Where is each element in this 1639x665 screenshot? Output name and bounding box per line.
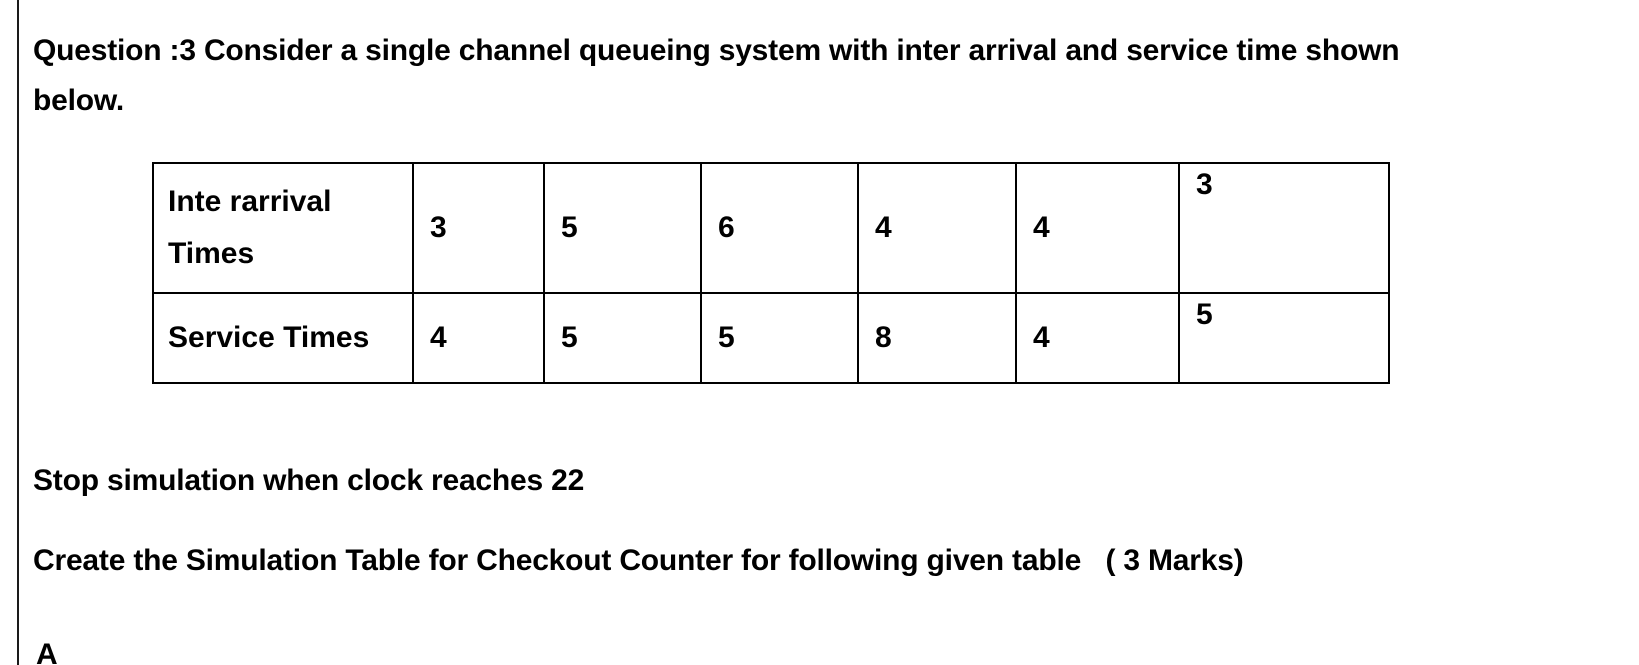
cell-service-6: 5: [1178, 292, 1390, 384]
clipped-bottom-text: A: [36, 638, 58, 665]
row-header-service-times: Service Times: [152, 292, 414, 384]
row-header-line-1: Inte rarrival: [168, 185, 332, 218]
cell-inter-arrival-6: 3: [1178, 162, 1390, 294]
table-row: Service Times 4 5 5 8 4 5: [152, 292, 1390, 384]
row-header-line-1: Service Times: [168, 321, 370, 354]
cell-service-5: 4: [1015, 292, 1180, 384]
question-text-line-2: below.: [33, 84, 125, 117]
row-header-inter-arrival-times: Inte rarrival Times: [152, 162, 414, 294]
cell-inter-arrival-2: 5: [543, 162, 702, 294]
table-row: Inte rarrival Times 3 5 6 4 4 3: [152, 162, 1390, 294]
instruction-text: Create the Simulation Table for Checkout…: [33, 544, 1244, 577]
cell-inter-arrival-3: 6: [700, 162, 859, 294]
cell-inter-arrival-5: 4: [1015, 162, 1180, 294]
stop-condition-text: Stop simulation when clock reaches 22: [33, 464, 585, 497]
cell-service-4: 8: [857, 292, 1017, 384]
question-text-line-1: Question :3 Consider a single channel qu…: [33, 34, 1400, 67]
cell-inter-arrival-4: 4: [857, 162, 1017, 294]
cell-service-2: 5: [543, 292, 702, 384]
cell-service-1: 4: [412, 292, 545, 384]
cell-inter-arrival-1: 3: [412, 162, 545, 294]
inter-arrival-service-time-table: Inte rarrival Times 3 5 6 4 4 3 Service …: [152, 162, 1390, 384]
row-header-line-2: Times: [168, 237, 255, 270]
left-margin-rule: [17, 0, 19, 665]
cell-service-3: 5: [700, 292, 859, 384]
